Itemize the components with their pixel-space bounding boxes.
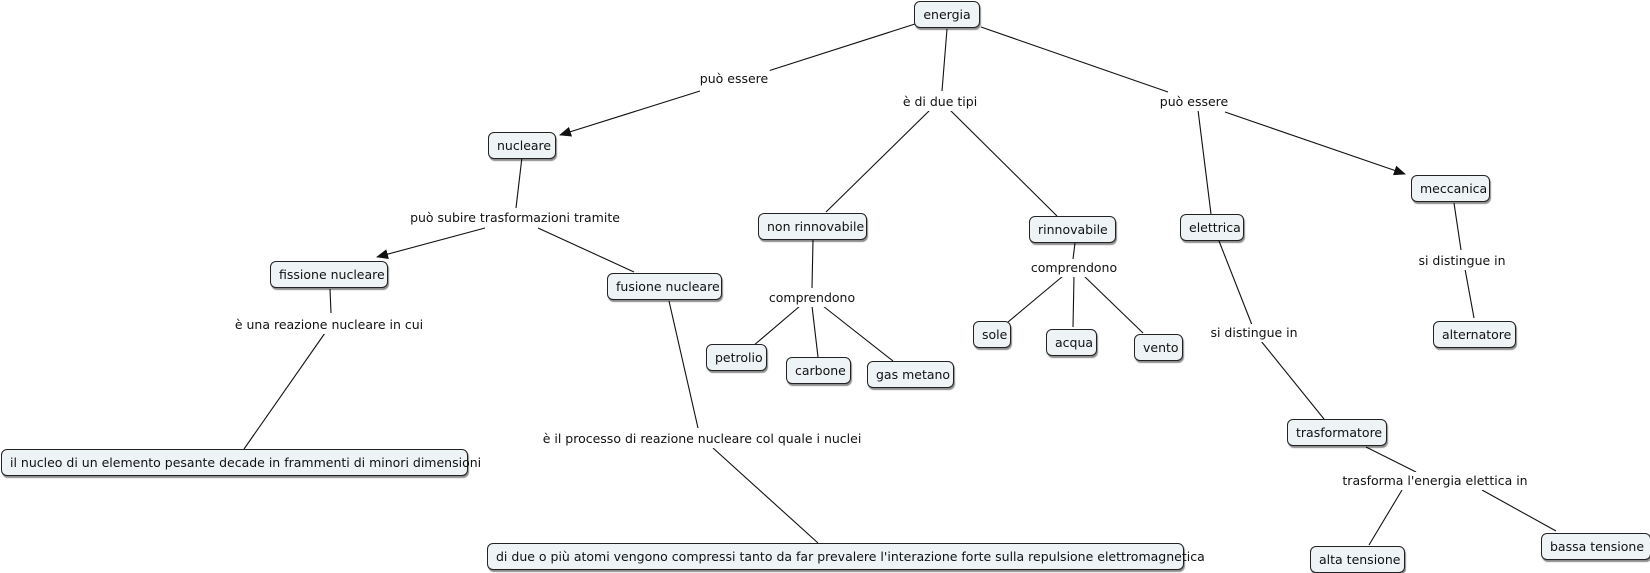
- connector: [980, 26, 1169, 93]
- connector: [949, 109, 1058, 217]
- link-label-trasformazioni: può subire trasformazioni tramite: [408, 209, 622, 227]
- concept-vento[interactable]: vento: [1134, 334, 1183, 361]
- arrow-connector: [1224, 111, 1406, 176]
- connector: [752, 305, 801, 347]
- link-label-trasforma: trasforma l'energia elettica in: [1340, 472, 1530, 490]
- arrow-connector: [559, 90, 701, 137]
- connector: [1197, 109, 1212, 215]
- concept-acqua[interactable]: acqua: [1046, 329, 1097, 356]
- link-label-reazione-in-cui: è una reazione nucleare in cui: [232, 316, 426, 334]
- connector: [941, 28, 948, 92]
- concept-elettrica[interactable]: elettrica: [1180, 214, 1244, 241]
- connector: [822, 305, 894, 362]
- link-label-si-distingue-in: si distingue in: [1416, 252, 1508, 270]
- connector: [1365, 446, 1417, 473]
- concept-rinnovabile[interactable]: rinnovabile: [1029, 216, 1116, 243]
- link-label-e-di-due-tipi: è di due tipi: [900, 93, 980, 111]
- concept-fissione-definizione[interactable]: il nucleo di un elemento pesante decade …: [1, 449, 481, 476]
- connector: [1260, 340, 1325, 420]
- connector: [712, 447, 819, 544]
- arrow-connector: [376, 227, 486, 259]
- concept-sole[interactable]: sole: [973, 321, 1011, 348]
- concept-carbone[interactable]: carbone: [786, 357, 851, 384]
- connector: [764, 23, 916, 73]
- concept-petrolio[interactable]: petrolio: [706, 344, 767, 371]
- concept-fissione-nucleare[interactable]: fissione nucleare: [270, 261, 388, 288]
- connector: [1072, 242, 1076, 260]
- connector: [1218, 240, 1253, 326]
- concept-gas-metano[interactable]: gas metano: [867, 361, 954, 388]
- connector: [537, 227, 635, 273]
- connector: [1481, 489, 1557, 532]
- concept-fusione-nucleare[interactable]: fusione nucleare: [607, 273, 722, 300]
- concept-nucleare[interactable]: nucleare: [488, 132, 556, 159]
- connector: [825, 109, 931, 213]
- connector: [1007, 275, 1064, 323]
- connector: [329, 288, 332, 314]
- connector: [811, 239, 814, 289]
- link-label-comprendono: comprendono: [1028, 259, 1120, 277]
- connector: [515, 156, 523, 209]
- link-label-puo-essere: può essere: [697, 70, 771, 88]
- concept-fusione-definizione[interactable]: di due o più atomi vengono compressi tan…: [487, 543, 1205, 570]
- link-label-puo-essere: può essere: [1157, 93, 1231, 111]
- connector: [811, 305, 819, 358]
- link-label-comprendono: comprendono: [766, 289, 858, 307]
- connector: [1072, 275, 1075, 328]
- concept-alta-tensione[interactable]: alta tensione: [1310, 546, 1405, 573]
- connector: [1453, 202, 1462, 251]
- concept-non-rinnovabile[interactable]: non rinnovabile: [758, 213, 867, 240]
- connector: [243, 332, 326, 450]
- connector: [1368, 489, 1403, 546]
- concept-bassa-tensione[interactable]: bassa tensione: [1541, 533, 1650, 560]
- connector: [668, 300, 699, 429]
- link-label-processo: è il processo di reazione nucleare col q…: [540, 430, 864, 448]
- connector: [1464, 268, 1475, 319]
- concept-alternatore[interactable]: alternatore: [1433, 321, 1516, 348]
- connector: [1083, 275, 1144, 334]
- link-label-si-distingue-in: si distingue in: [1208, 324, 1300, 342]
- concept-trasformatore[interactable]: trasformatore: [1287, 419, 1387, 446]
- concept-energia[interactable]: energia: [914, 1, 980, 28]
- concept-meccanica[interactable]: meccanica: [1411, 175, 1490, 202]
